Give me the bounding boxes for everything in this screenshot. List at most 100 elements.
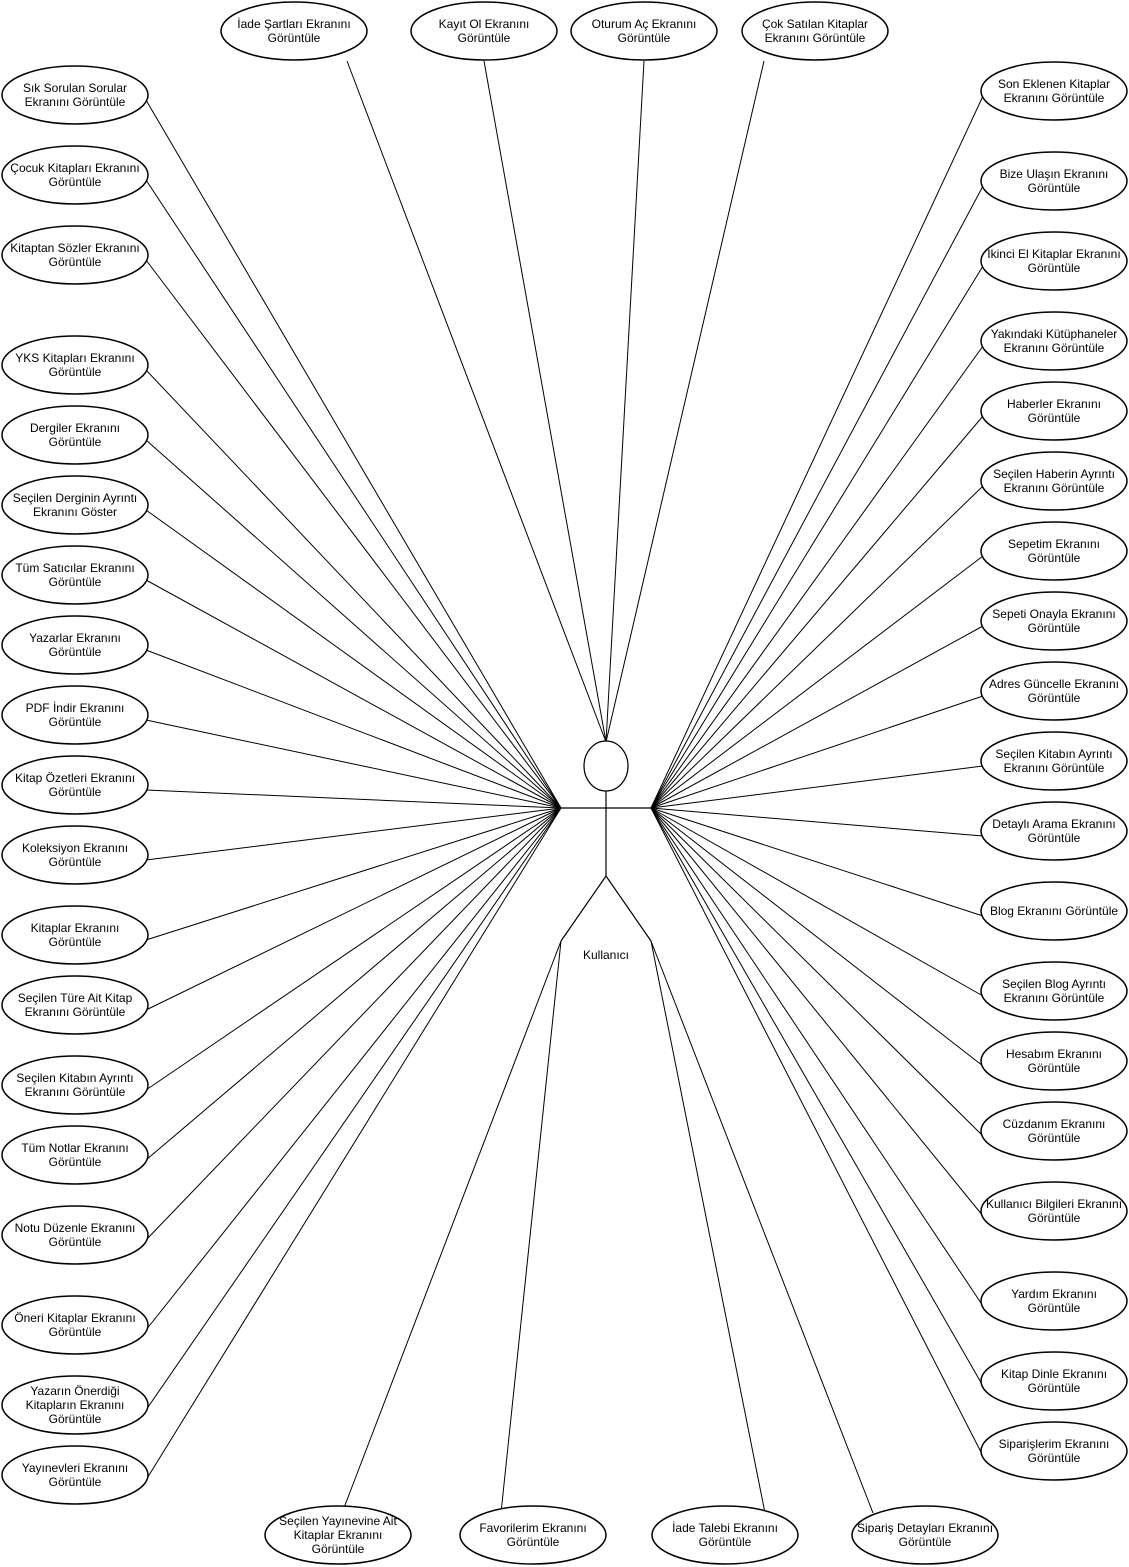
association-line [650, 807, 984, 1457]
use-case-label: Sepetim Ekranını [1008, 537, 1100, 551]
use-case-label: Ekranını Görüntüle [25, 95, 126, 109]
use-case-label: Koleksiyon Ekranını [22, 841, 128, 855]
association-line [145, 649, 562, 809]
use-case-ellipse [980, 1271, 1128, 1331]
use-case-ellipse [1, 685, 149, 745]
use-case-label: Seçilen Kitabın Ayrıntı [995, 747, 1112, 761]
use-case-label: Yakındaki Kütüphaneler [991, 327, 1118, 341]
use-case-label: İade Şartları Ekranını [237, 17, 350, 31]
use-case-ellipse [1, 405, 149, 465]
association-line [483, 60, 607, 743]
use-case-label: Görüntüle [1028, 831, 1081, 845]
use-case-label: Kitaptan Sözler Ekranını [10, 241, 139, 255]
use-case-label: Görüntüle [1028, 1211, 1081, 1225]
use-case-ellipse [459, 1505, 607, 1565]
use-case-label: Öneri Kitaplar Ekranını [14, 1311, 135, 1325]
use-case-ellipse [1, 545, 149, 605]
association-line [145, 509, 562, 809]
use-case-ellipse [1, 65, 149, 125]
association-line [145, 579, 562, 809]
use-case-label: Görüntüle [49, 1475, 102, 1489]
use-case-label: Görüntüle [1028, 1061, 1081, 1075]
use-case-ellipse [980, 381, 1128, 441]
association-line [650, 95, 984, 809]
use-case-ellipse [1, 1295, 149, 1355]
use-case-label: Görüntüle [1028, 1451, 1081, 1465]
use-case-ellipse [220, 1, 368, 61]
use-case-ellipse [980, 1181, 1128, 1241]
use-case-label: Sepeti Onayla Ekranını [992, 607, 1115, 621]
actor-leg-right [605, 875, 652, 942]
use-case-label: Oturum Aç Ekranını [592, 17, 697, 31]
use-case-label: Seçilen Kitabın Ayrıntı [16, 1071, 133, 1085]
use-case-label: Ekranını Görüntüle [1004, 481, 1105, 495]
use-case-ellipse [980, 961, 1128, 1021]
use-case-label: Görüntüle [312, 1542, 365, 1556]
use-case-ellipse [980, 311, 1128, 371]
association-line [145, 807, 562, 1331]
use-case-ellipse [1, 755, 149, 815]
use-case-label: Görüntüle [49, 935, 102, 949]
use-case-label: Yazarın Önerdiği [30, 1384, 119, 1398]
use-case-label: Görüntüle [49, 1325, 102, 1339]
use-case-label: Görüntüle [1028, 261, 1081, 275]
association-line [650, 345, 984, 809]
use-case-ellipse [570, 1, 718, 61]
use-case-ellipse [980, 151, 1128, 211]
use-case-label: Seçilen Derginin Ayrıntı [13, 491, 138, 505]
use-case-ellipse [851, 1505, 999, 1565]
association-line [346, 60, 607, 743]
association-line [145, 807, 562, 1481]
actor-label: Kullanıcı [583, 948, 629, 962]
use-case-ellipse [1, 225, 149, 285]
use-case-ellipse [1, 145, 149, 205]
association-line [605, 60, 765, 743]
use-case-ellipse [1, 475, 149, 535]
use-case-label: Bize Ulaşın Ekranını [1000, 167, 1109, 181]
association-line [650, 807, 984, 997]
use-case-ellipse [980, 61, 1128, 121]
use-case-label: Görüntüle [49, 645, 102, 659]
use-case-label: Görüntüle [458, 31, 511, 45]
use-case-label: Kitap Özetleri Ekranını [15, 771, 135, 785]
association-line [650, 625, 984, 809]
actor-head [583, 740, 629, 792]
use-case-label: Seçilen Yayınevine Ait [279, 1514, 397, 1528]
use-case-label: Görüntüle [49, 715, 102, 729]
use-case-label: Görüntüle [49, 175, 102, 189]
association-line [650, 555, 984, 809]
association-line [341, 940, 562, 1514]
use-case-label: Yayınevleri Ekranını [22, 1461, 129, 1475]
use-case-ellipse [980, 591, 1128, 651]
use-case-label: Hesabım Ekranını [1006, 1047, 1102, 1061]
use-case-label: Kitapların Ekranını [26, 1398, 125, 1412]
use-case-label: Yardım Ekranını [1011, 1287, 1097, 1301]
use-case-label: İkinci El Kitaplar Ekranını [987, 247, 1120, 261]
use-case-ellipse [1, 975, 149, 1035]
use-case-ellipse [980, 661, 1128, 721]
use-case-label: Görüntüle [899, 1535, 952, 1549]
actor-leg-left [560, 875, 607, 942]
association-line [650, 807, 984, 1067]
